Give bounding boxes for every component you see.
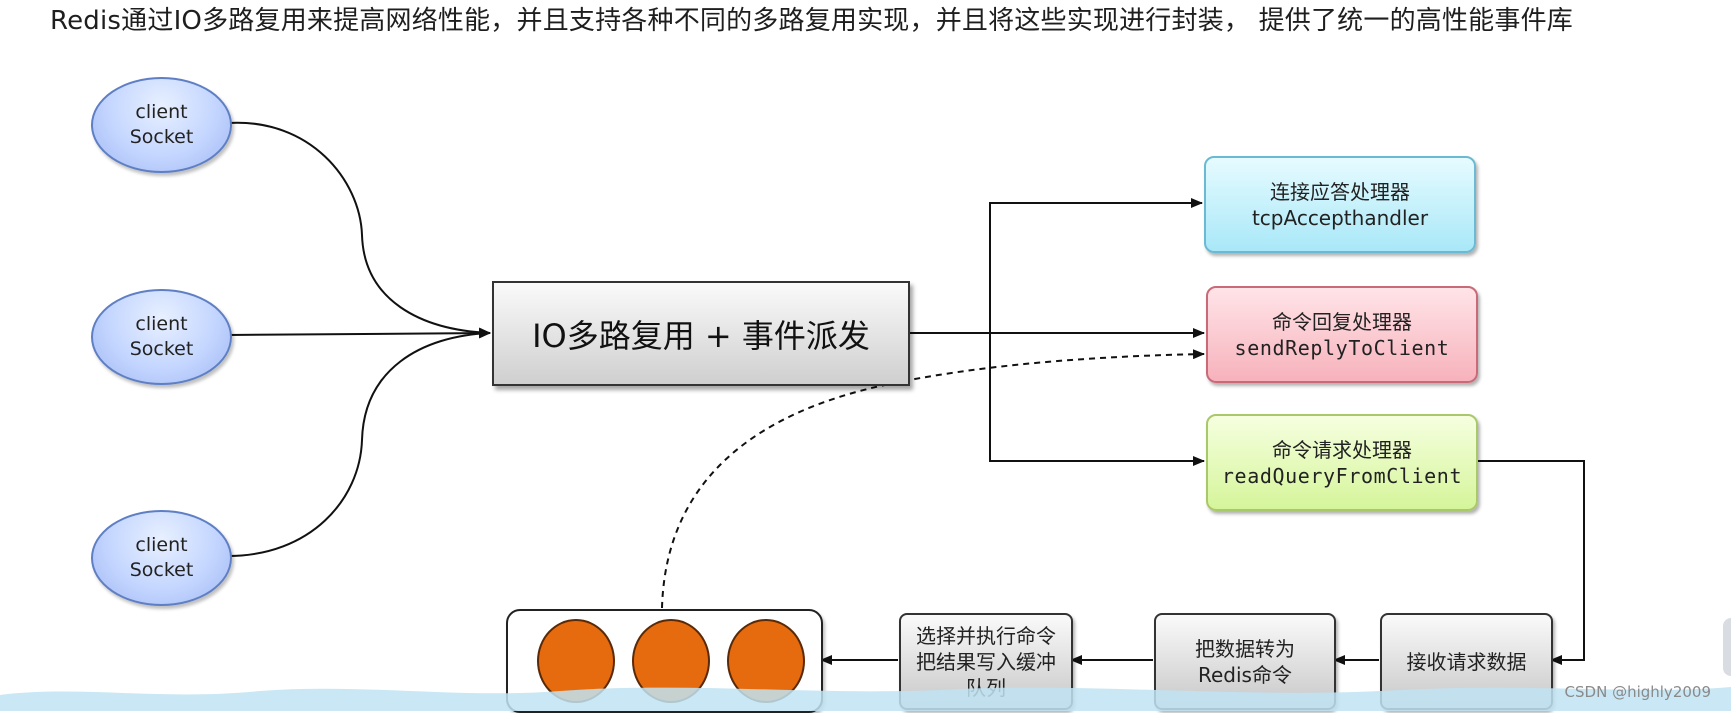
io-multiplexing-box: IO多路复用 + 事件派发: [492, 281, 910, 386]
watermark-credit: CSDN @highly2009: [1564, 683, 1711, 701]
step-label-line-1: 把数据转为: [1195, 636, 1295, 661]
tcp-accept-handler: 连接应答处理器 tcpAccepthandler: [1204, 156, 1476, 253]
socket-label: Socket: [129, 338, 194, 360]
send-reply-handler: 命令回复处理器 sendReplyToClient: [1206, 286, 1478, 383]
queue-item: [727, 619, 805, 703]
side-handle: [1723, 618, 1731, 676]
handler-name-zh: 连接应答处理器: [1270, 179, 1410, 204]
client-socket-2: client Socket: [91, 289, 232, 385]
decorative-wave: [0, 687, 1731, 711]
step-label: 接收请求数据: [1406, 649, 1527, 674]
step-label-line-1: 选择并执行命令: [916, 623, 1056, 648]
handler-name-en: tcpAccepthandler: [1251, 205, 1429, 230]
client-label: client: [135, 313, 188, 335]
socket-label: Socket: [129, 559, 194, 581]
handler-name-en: sendReplyToClient: [1234, 335, 1450, 360]
step-label-line-2: 把结果写入缓冲: [916, 649, 1056, 674]
client-label: client: [135, 101, 188, 123]
handler-name-en: readQueryFromClient: [1221, 463, 1463, 488]
step-label-line-2: Redis命令: [1198, 662, 1292, 687]
read-query-handler: 命令请求处理器 readQueryFromClient: [1206, 414, 1478, 511]
client-socket-1: client Socket: [91, 77, 232, 173]
client-label: client: [135, 534, 188, 556]
client-socket-3: client Socket: [91, 510, 232, 606]
handler-name-zh: 命令回复处理器: [1272, 309, 1412, 334]
handler-name-zh: 命令请求处理器: [1272, 437, 1412, 462]
page-title: Redis通过IO多路复用来提高网络性能，并且支持各种不同的多路复用实现，并且将…: [50, 6, 1573, 36]
socket-label: Socket: [129, 126, 194, 148]
